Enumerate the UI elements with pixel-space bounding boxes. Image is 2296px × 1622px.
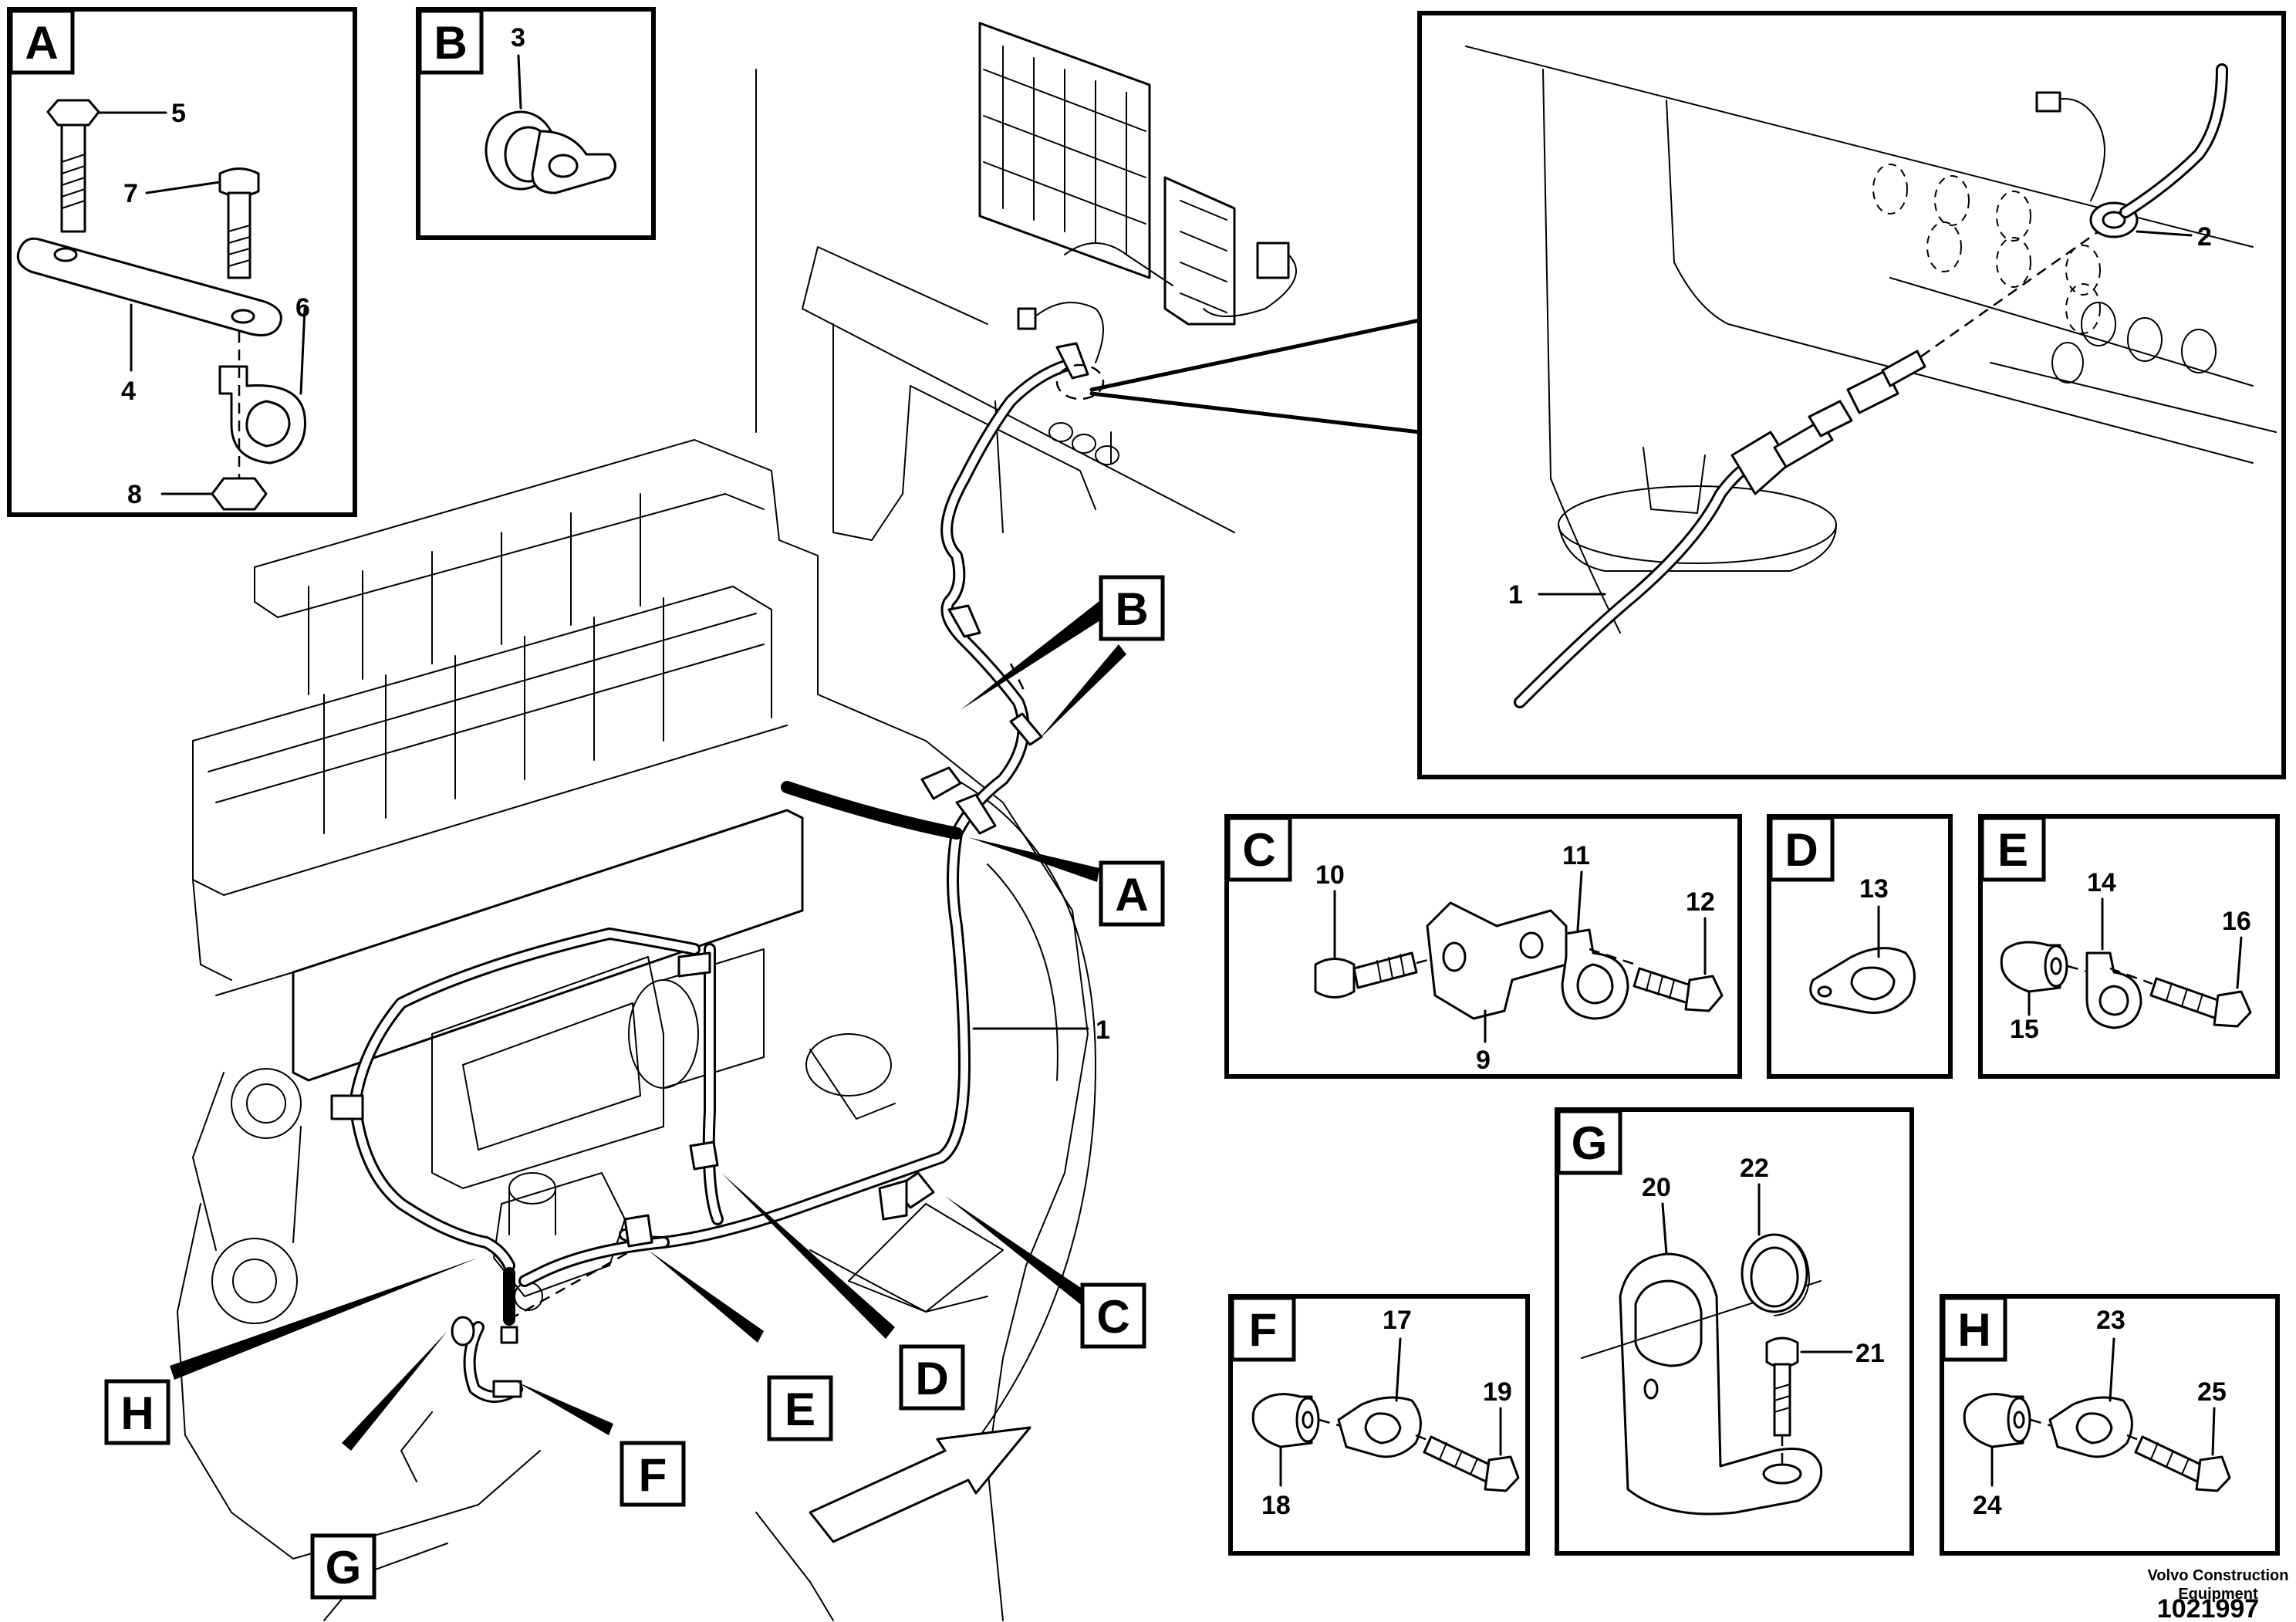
pointer-H [170, 1258, 478, 1380]
detail-panel-C: C 10 9 11 12 [1224, 814, 1742, 1079]
svg-text:B: B [434, 17, 467, 69]
svg-text:17: 17 [1383, 1306, 1412, 1335]
svg-text:19: 19 [1483, 1377, 1512, 1407]
callout-box-F: F [620, 1441, 686, 1507]
zoom-line-upper [1089, 318, 1422, 392]
svg-text:23: 23 [2096, 1306, 2125, 1335]
svg-text:21: 21 [1855, 1339, 1885, 1368]
svg-text:9: 9 [1476, 1046, 1491, 1075]
detail-panel-G: G 20 22 21 [1555, 1107, 1914, 1556]
detail-inset-grommet: 2 1 [1417, 11, 2286, 779]
svg-text:C: C [1096, 1291, 1129, 1343]
svg-text:25: 25 [2197, 1377, 2227, 1407]
svg-text:D: D [915, 1353, 948, 1404]
pointer-G [342, 1331, 447, 1451]
svg-text:24: 24 [1973, 1491, 2002, 1520]
svg-text:20: 20 [1642, 1173, 1671, 1202]
svg-text:D: D [1784, 824, 1818, 876]
svg-text:12: 12 [1686, 887, 1715, 917]
cab-frame-outline [755, 22, 1297, 541]
svg-text:8: 8 [127, 480, 142, 509]
detail-panel-F: F 18 17 19 [1228, 1294, 1530, 1556]
pointer-D [721, 1173, 895, 1339]
svg-text:11: 11 [1562, 841, 1590, 870]
svg-text:E: E [1997, 824, 2028, 876]
svg-text:2: 2 [2197, 222, 2212, 252]
svg-text:4: 4 [121, 377, 136, 406]
zoom-line-lower [1089, 391, 1422, 434]
detail-panel-D: D 13 [1767, 814, 1953, 1079]
svg-text:16: 16 [2222, 907, 2251, 936]
pointer-E [648, 1250, 764, 1343]
svg-text:G: G [326, 1542, 362, 1593]
svg-text:H: H [120, 1387, 154, 1439]
svg-text:A: A [1115, 869, 1148, 921]
detail-panel-H: H 24 23 25 [1940, 1294, 2280, 1556]
part-number-1-main: 1 [1096, 1015, 1110, 1045]
view-direction-arrow [809, 1426, 1032, 1543]
svg-text:3: 3 [511, 23, 525, 52]
cable-harness [330, 342, 1089, 1403]
svg-text:22: 22 [1740, 1154, 1769, 1183]
callout-box-A: A [1099, 860, 1165, 927]
footer: Volvo Construction Equipment 1021997 [2148, 1567, 2289, 1622]
callout-box-B: B [1099, 575, 1165, 641]
pointer-C [945, 1196, 1088, 1304]
pointer-F [515, 1381, 613, 1435]
callout-box-D: D [899, 1344, 965, 1411]
svg-text:F: F [1249, 1304, 1278, 1356]
svg-text:5: 5 [171, 99, 186, 128]
svg-text:1: 1 [1508, 580, 1523, 610]
svg-text:C: C [1242, 824, 1275, 876]
svg-text:A: A [25, 17, 58, 69]
main-callout-boxes: B A C D E F G H 1 [104, 575, 1165, 1600]
svg-text:H: H [1957, 1304, 1990, 1356]
svg-text:14: 14 [2087, 868, 2116, 897]
svg-text:10: 10 [1315, 860, 1345, 890]
svg-text:18: 18 [1261, 1491, 1291, 1520]
callout-box-H: H [104, 1379, 171, 1445]
svg-text:6: 6 [295, 293, 310, 323]
svg-text:E: E [785, 1384, 815, 1435]
detail-panel-A: A 5 7 4 6 8 [7, 7, 357, 517]
svg-text:13: 13 [1859, 874, 1889, 904]
pointer-B-upper [961, 598, 1111, 710]
svg-text:F: F [639, 1449, 667, 1501]
svg-text:B: B [1115, 583, 1148, 635]
detail-panel-B: B 3 [416, 7, 656, 240]
detail-panel-E: E 15 14 16 [1978, 814, 2280, 1079]
callout-pointers [170, 318, 1422, 1451]
callout-box-G: G [310, 1533, 376, 1600]
brand-line-2: Equipment [2178, 1586, 2258, 1603]
callout-box-E: E [767, 1375, 833, 1441]
svg-text:7: 7 [123, 179, 138, 208]
callout-box-C: C [1080, 1282, 1146, 1349]
pointer-B-lower [1038, 644, 1126, 741]
svg-text:G: G [1572, 1117, 1608, 1169]
svg-text:15: 15 [2010, 1015, 2039, 1044]
pointer-A [968, 837, 1099, 882]
document-number: 1021997 [2157, 1594, 2259, 1622]
brand-line-1: Volvo Construction [2148, 1567, 2289, 1584]
